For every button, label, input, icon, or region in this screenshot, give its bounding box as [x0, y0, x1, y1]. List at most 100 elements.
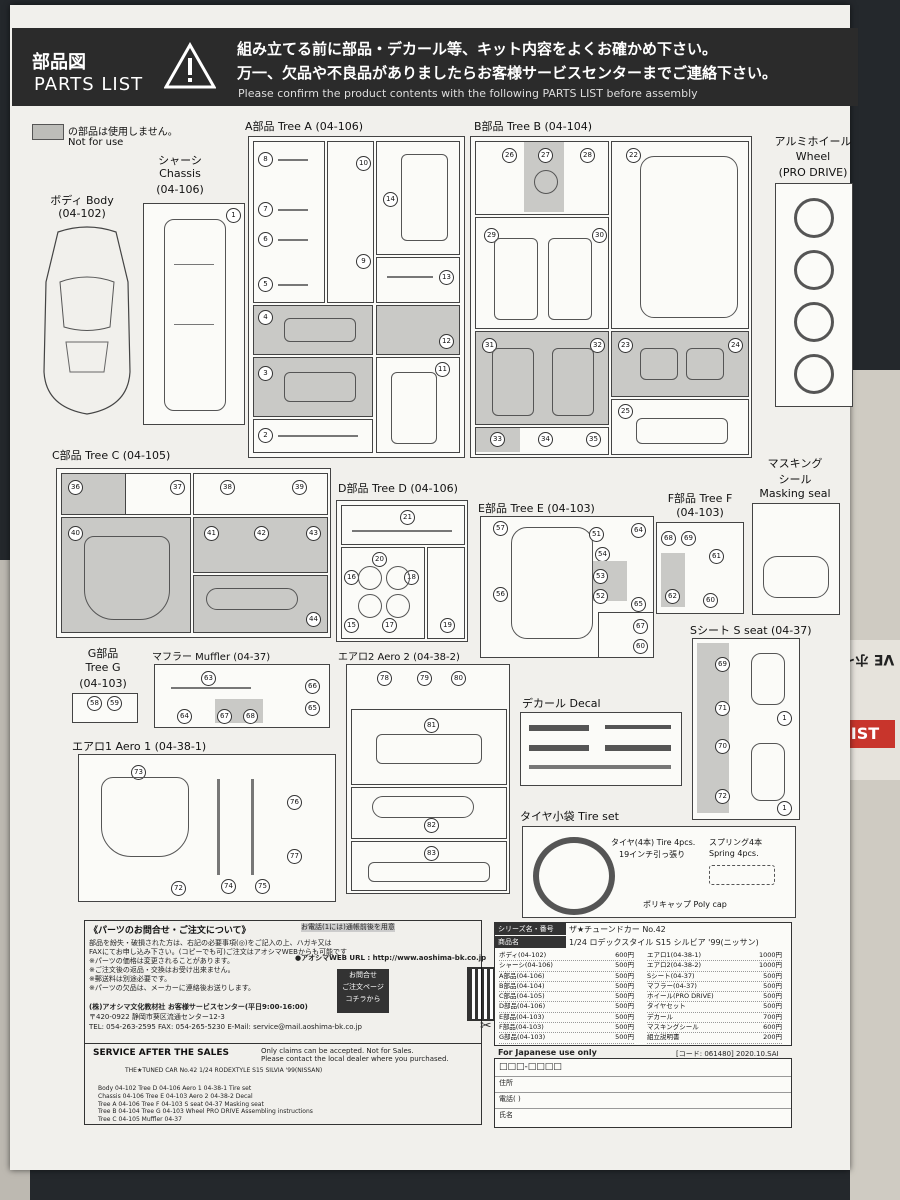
tire-set-label: タイヤ小袋 Tire set — [520, 810, 619, 823]
sats-row: Tree B 04-104 Tree G 04-103 Wheel PRO DR… — [98, 1108, 313, 1116]
seat-part — [751, 743, 785, 801]
sats-row: Body 04-102 Tree D 04-106 Aero 1 04-38-1… — [98, 1085, 252, 1092]
price-row[interactable]: B部品(04-104)500円 — [499, 982, 634, 993]
part-number: 72 — [715, 789, 730, 804]
decal-sheet — [520, 712, 682, 786]
part-shape — [401, 154, 448, 241]
part-number: 67 — [217, 709, 232, 724]
door-panel-part — [494, 238, 538, 320]
part-number: 62 — [665, 589, 680, 604]
brake-part — [386, 594, 410, 618]
tree-e-cell: 67 60 — [598, 612, 654, 658]
form-divider — [495, 1076, 791, 1077]
tree-c-cell: 37 — [125, 473, 191, 515]
price-list-left: ボディ(04-102)600円 シャーシ(04-106)500円 A部品(04-… — [499, 951, 634, 1044]
tree-a-cell: 10 9 — [327, 141, 374, 303]
aero1-label: エアロ1 Aero 1 (04-38-1) — [72, 740, 207, 753]
part-number: 80 — [451, 671, 466, 686]
brake-part — [358, 594, 382, 618]
decal-mark — [529, 725, 589, 731]
service-tel: TEL: 054-263-2595 FAX: 054-265-5230 E-Ma… — [89, 1023, 362, 1031]
tree-b-cell: 33 34 35 — [475, 427, 609, 455]
tree-f-code: (04-103) — [676, 506, 724, 519]
side-skirt-part — [251, 779, 254, 875]
part-shape — [387, 276, 433, 278]
tree-c-label: C部品 Tree C (04-105) — [52, 449, 171, 462]
sats-note-2: Please contact the local dealer where yo… — [261, 1055, 449, 1063]
service-note: お電話(1には)通帳前後を用意 — [301, 923, 395, 932]
seat-back-part — [686, 348, 724, 380]
tree-c-cell: 38 39 — [193, 473, 328, 515]
price-row[interactable]: ホイール(PRO DRIVE)500円 — [647, 992, 782, 1003]
price-row[interactable]: G部品(04-103)500円 — [499, 1033, 634, 1044]
tree-f-box: 68 69 61 62 60 — [656, 522, 744, 614]
part-number: 4 — [258, 310, 273, 325]
price-row[interactable]: エアロ2(04-38-2)1000円 — [647, 961, 782, 972]
sats-model: THE★TUNED CAR No.42 1/24 RODEXTYLE S15 S… — [125, 1067, 323, 1074]
part-number: 58 — [87, 696, 102, 711]
seat-part — [492, 348, 534, 416]
seat-part — [751, 653, 785, 705]
part-number: 1 — [226, 208, 241, 223]
chassis-code: (04-106) — [156, 183, 204, 196]
price-row[interactable]: F部品(04-103)500円 — [499, 1023, 634, 1034]
part-number: 32 — [590, 338, 605, 353]
scissors-icon: ✂ — [480, 1018, 492, 1034]
s-seat-box: 1 69 71 70 72 1 — [692, 638, 800, 820]
part-number: 76 — [287, 795, 302, 810]
service-body-1: 部品を紛失・破損された方は、右記の必要事項(◎)をご記入の上、ハガキ又は — [89, 939, 332, 947]
price-row[interactable]: E部品(04-103)500円 — [499, 1013, 634, 1024]
part-shape — [284, 372, 356, 402]
part-number: 28 — [580, 148, 595, 163]
price-row[interactable]: A部品(04-106)500円 — [499, 972, 634, 982]
part-number: 81 — [424, 718, 439, 733]
masking-seal-box — [752, 503, 840, 615]
decal-mark — [529, 745, 589, 751]
tree-b-cell-unused: 31 32 — [475, 331, 609, 425]
part-number: 69 — [681, 531, 696, 546]
tree-b-box: 26 27 28 22 29 30 31 32 23 24 33 34 35 2… — [470, 136, 752, 458]
part-number: 51 — [589, 527, 604, 542]
part-number: 1 — [777, 711, 792, 726]
zip-field[interactable]: □□□-□□□□ — [499, 1062, 562, 1072]
form-divider — [495, 1108, 791, 1109]
aero2-label: エアロ2 Aero 2 (04-38-2) — [338, 652, 460, 663]
name-field[interactable]: 氏名 — [499, 1111, 513, 1119]
muffler-label: マフラー Muffler (04-37) — [152, 652, 271, 663]
price-row[interactable]: シャーシ(04-106)500円 — [499, 961, 634, 972]
wheel-box — [775, 183, 853, 407]
price-row[interactable]: ボディ(04-102)600円 — [499, 951, 634, 962]
tree-e-label: E部品 Tree E (04-103) — [478, 502, 595, 515]
part-number: 3 — [258, 366, 273, 381]
part-number: 2 — [258, 428, 273, 443]
price-row[interactable]: エアロ1(04-38-1)1000円 — [647, 951, 782, 962]
service-web[interactable]: ●アオシマWEB URL : http://www.aoshima-bk.co.… — [295, 954, 487, 962]
part-number: 25 — [618, 404, 633, 419]
tree-c-cell-unused: 41 42 43 — [193, 517, 328, 573]
price-row[interactable]: C部品(04-105)500円 — [499, 992, 634, 1003]
service-box: 《パーツのお問合せ・ご注文について》 お電話(1には)通帳前後を用意 部品を紛失… — [84, 920, 486, 1044]
customer-form: □□□-□□□□ 住所 電話( ) 氏名 — [494, 1058, 792, 1128]
window-part — [511, 527, 593, 639]
brake-part — [386, 566, 410, 590]
part-number: 10 — [356, 156, 371, 171]
part-number: 5 — [258, 277, 273, 292]
decal-mark — [605, 745, 671, 751]
part-number: 57 — [493, 521, 508, 536]
price-row[interactable]: Sシート(04-37)500円 — [647, 972, 782, 982]
part-number: 63 — [201, 671, 216, 686]
steering-wheel-part — [534, 170, 558, 194]
page-title-en: PARTS LIST — [34, 74, 144, 95]
price-row[interactable]: D部品(04-106)500円 — [499, 1002, 634, 1013]
price-row[interactable]: マフラー(04-37)500円 — [647, 982, 782, 993]
tree-b-cell: 22 — [611, 141, 749, 329]
series-value: ザ★チューンドカー No.42 — [569, 925, 666, 934]
part-number: 39 — [292, 480, 307, 495]
address-field[interactable]: 住所 — [499, 1079, 513, 1087]
tire-set-box: タイヤ(4本) Tire 4pcs. 19インチ引っ張り スプリング4本 Spr… — [522, 826, 796, 918]
tel-field[interactable]: 電話( ) — [499, 1095, 521, 1103]
